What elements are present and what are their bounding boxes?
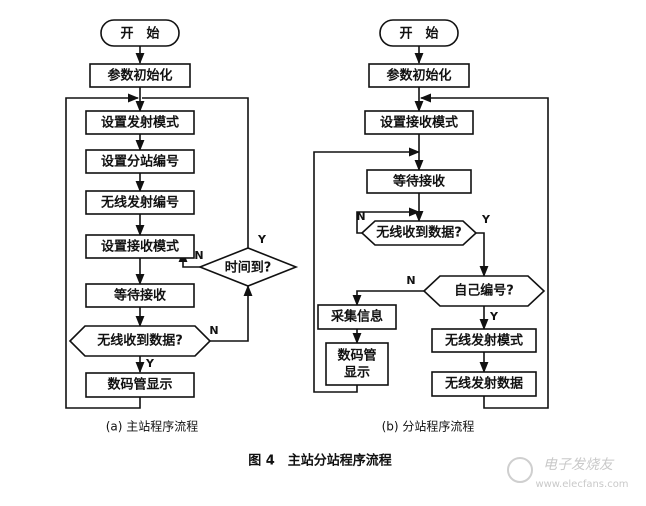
- right-own-no-yes-label: Y: [489, 310, 499, 323]
- left-display-label: 数码管显示: [107, 377, 172, 393]
- right-tx-mode-box: [431, 328, 537, 353]
- watermark-icon: [507, 457, 533, 483]
- right-display-box: [325, 342, 389, 386]
- right-wait-rx-label: 等待接收: [392, 174, 446, 190]
- left-arrow-received-no: [210, 284, 253, 342]
- right-init-box: [368, 63, 470, 88]
- right-own-no-no-label: N: [406, 274, 415, 287]
- right-collect-box: [317, 304, 397, 330]
- right-display-label-line1: 数码管: [337, 348, 376, 364]
- left-set-station-no-label: 设置分站编号: [101, 154, 179, 170]
- right-collect-label: 采集信息: [330, 309, 383, 325]
- right-caption: (b) 分站程序流程: [382, 419, 475, 434]
- figure-caption: 图 4 主站分站程序流程: [248, 453, 392, 469]
- right-set-rx-mode-box: [364, 110, 474, 135]
- right-received-no-label: N: [356, 210, 365, 223]
- watermark-text: 电子发烧友: [543, 457, 615, 473]
- right-received-label: 无线收到数据?: [375, 225, 462, 241]
- left-set-rx-mode-box: [85, 234, 195, 259]
- watermark-logo: 电子发烧友 www.elecfans.com: [507, 457, 629, 490]
- left-init-box: [89, 63, 191, 88]
- right-received-decision: [360, 220, 478, 246]
- left-flowchart: 开 始 参数初始化 设置发射模式 设置分站编号 无线发射编号 设置接收模式 等待…: [65, 19, 299, 434]
- left-set-tx-mode-box: [85, 110, 195, 135]
- left-display-box: [85, 372, 195, 398]
- left-set-rx-mode-label: 设置接收模式: [101, 239, 179, 255]
- left-set-station-no-box: [85, 149, 195, 174]
- left-received-no-label: N: [209, 324, 218, 337]
- right-own-no-label: 自己编号?: [454, 283, 514, 299]
- right-set-rx-mode-label: 设置接收模式: [380, 115, 458, 131]
- left-start-label: 开 始: [120, 26, 159, 42]
- right-arrow-own-no: [352, 290, 424, 307]
- left-wait-rx-label: 等待接收: [113, 288, 167, 304]
- right-flowchart: 开 始 参数初始化 设置接收模式 等待接收 无线收到数据? 自己编号? 采集信息…: [313, 19, 549, 434]
- left-timeout-label: 时间到?: [225, 260, 272, 276]
- left-wireless-tx-no-box: [85, 190, 195, 215]
- left-set-tx-mode-label: 设置发射模式: [101, 115, 179, 131]
- right-received-yes-label: Y: [481, 213, 491, 226]
- right-loop-back: [419, 93, 549, 409]
- watermark-url: www.elecfans.com: [535, 479, 628, 490]
- left-init-label: 参数初始化: [107, 68, 172, 84]
- left-wait-rx-box: [85, 283, 195, 308]
- left-received-label: 无线收到数据?: [96, 333, 183, 349]
- left-received-decision: [68, 325, 212, 357]
- right-tx-mode-label: 无线发射模式: [444, 333, 523, 349]
- left-start-terminal: [100, 19, 180, 47]
- left-arrow-timeout-yes: [142, 97, 249, 248]
- left-wireless-tx-no-label: 无线发射编号: [100, 195, 179, 211]
- right-own-no-decision: [422, 275, 546, 307]
- right-start-label: 开 始: [399, 26, 438, 42]
- right-wait-rx-box: [366, 169, 472, 194]
- right-start-terminal: [379, 19, 459, 47]
- left-timeout-decision: [197, 247, 299, 287]
- right-display-label-line2: 显示: [344, 366, 370, 381]
- left-caption: (a) 主站程序流程: [106, 419, 199, 434]
- left-timeout-yes-label: Y: [257, 233, 267, 246]
- right-arrow-received-yes: [474, 232, 489, 278]
- left-received-yes-label: Y: [145, 357, 155, 370]
- right-arrow-received-no: [356, 207, 421, 234]
- right-init-label: 参数初始化: [386, 68, 451, 84]
- right-tx-data-box: [431, 371, 537, 397]
- right-tx-data-label: 无线发射数据: [444, 376, 523, 392]
- right-arrow-display-loop: [313, 147, 421, 393]
- left-timeout-no-label: N: [194, 249, 203, 262]
- left-loop-back: [65, 93, 141, 409]
